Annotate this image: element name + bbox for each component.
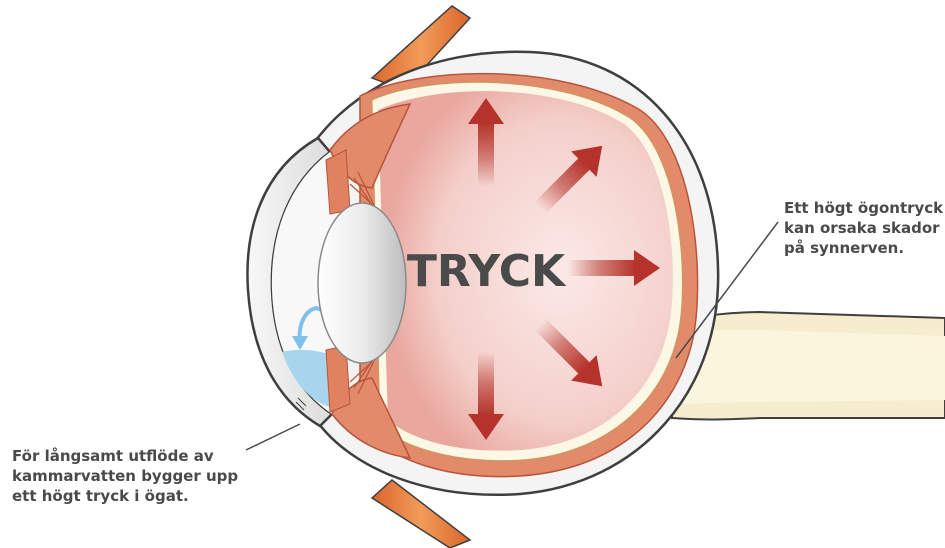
arrow-right-shaft — [568, 260, 636, 276]
lens — [318, 203, 406, 363]
leader-line-left — [246, 424, 300, 450]
optic-nerve-sheath — [672, 330, 945, 404]
arrow-up-shaft — [478, 122, 494, 186]
optic-nerve-damage-note: Ett högt ögontryck kan orsaka skador på … — [784, 198, 944, 258]
arrow-down-shaft — [478, 352, 494, 416]
iris-upper — [326, 150, 350, 214]
pressure-label: TRYCK — [407, 246, 567, 297]
aqueous-outflow-note: För långsamt utflöde av kammarvatten byg… — [12, 446, 252, 506]
